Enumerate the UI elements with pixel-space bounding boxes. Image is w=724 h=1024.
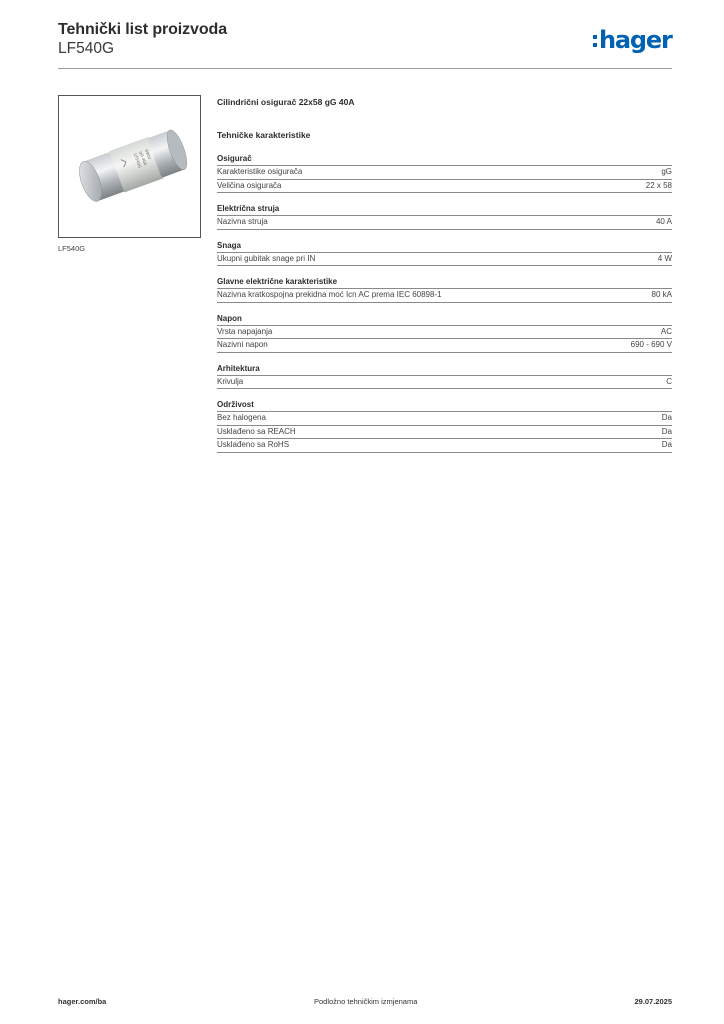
product-name: Cilindrični osigurač 22x58 gG 40A [217, 97, 355, 107]
header-divider [58, 68, 672, 69]
product-reference: LF540G [58, 40, 115, 57]
spec-value: gG [661, 167, 672, 176]
spec-row: Vrsta napajanja AC [217, 326, 672, 339]
spec-group-title: Napon [217, 313, 672, 326]
spec-label: Usklađeno sa REACH [217, 426, 296, 436]
spec-row: Veličina osigurača 22 x 58 [217, 180, 672, 193]
spec-value: 690 - 690 V [630, 340, 672, 349]
spec-label: Krivulja [217, 376, 244, 386]
spec-value: Da [661, 426, 672, 436]
spec-group-title: Osigurač [217, 153, 672, 166]
product-image-frame: LF540G gG 40A 690V [58, 95, 201, 238]
spec-value: 40 A [655, 217, 672, 226]
svg-text:690V: 690V [144, 148, 152, 160]
spec-group-title: Održivost [217, 399, 672, 412]
spec-label: Vrsta napajanja [217, 326, 273, 336]
spec-row: Usklađeno sa RoHS Da [217, 439, 672, 453]
spec-value: Da [661, 440, 672, 449]
spec-label: Karakteristike osigurača [217, 167, 303, 176]
spec-group-title: Arhitektura [217, 363, 672, 376]
spec-row: Nazivni napon 690 - 690 V [217, 339, 672, 353]
spec-value: 4 W [657, 253, 672, 263]
spec-label: Nazivna struja [217, 217, 268, 226]
spec-label: Ukupni gubitak snage pri IN [217, 253, 316, 263]
footer: hager.com/ba Podložno tehničkim izmjenam… [58, 997, 672, 1009]
svg-text:LF540G: LF540G [132, 152, 142, 168]
spec-group-title: Glavne električne karakteristike [217, 276, 672, 289]
spec-row: Ukupni gubitak snage pri IN 4 W [217, 253, 672, 266]
spec-label: Veličina osigurača [217, 180, 282, 190]
spec-value: 22 x 58 [645, 180, 672, 190]
spec-value: AC [660, 326, 672, 336]
spec-row: Nazivna struja 40 A [217, 216, 672, 230]
spec-group-title: Snaga [217, 240, 672, 253]
spec-label: Nazivni napon [217, 340, 268, 349]
logo-text: hager [599, 26, 673, 54]
image-caption: LF540G [58, 244, 86, 253]
specifications: Cilindrični osigurač 22x58 gG 40A Tehnič… [217, 96, 672, 453]
spec-label: Usklađeno sa RoHS [217, 440, 290, 449]
spec-group-title: Električna struja [217, 203, 672, 216]
footer-website[interactable]: hager.com/ba [58, 997, 107, 1006]
spec-row: Krivulja C [217, 376, 672, 389]
spec-value: 80 kA [651, 290, 672, 299]
footer-date: 29.07.2025 [634, 997, 672, 1006]
footer-notice: Podložno tehničkim izmjenama [314, 997, 418, 1006]
section-heading: Tehničke karakteristike [217, 130, 311, 140]
svg-text:gG 40A: gG 40A [138, 150, 148, 166]
spec-row: Bez halogena Da [217, 412, 672, 426]
spec-value: Da [661, 413, 672, 422]
spec-label: Bez halogena [217, 413, 266, 422]
spec-label: Nazivna kratkospojna prekidna moć Icn AC… [217, 290, 442, 299]
spec-row: Usklađeno sa REACH Da [217, 426, 672, 439]
fuse-image: LF540G gG 40A 690V [78, 129, 187, 202]
hager-logo: hager [593, 24, 673, 56]
logo-dots-icon [593, 35, 597, 47]
spec-value: C [666, 376, 672, 386]
spec-row: Nazivna kratkospojna prekidna moć Icn AC… [217, 289, 672, 303]
page-title: Tehnički list proizvoda [58, 21, 227, 38]
spec-row: Karakteristike osigurača gG [217, 166, 672, 180]
